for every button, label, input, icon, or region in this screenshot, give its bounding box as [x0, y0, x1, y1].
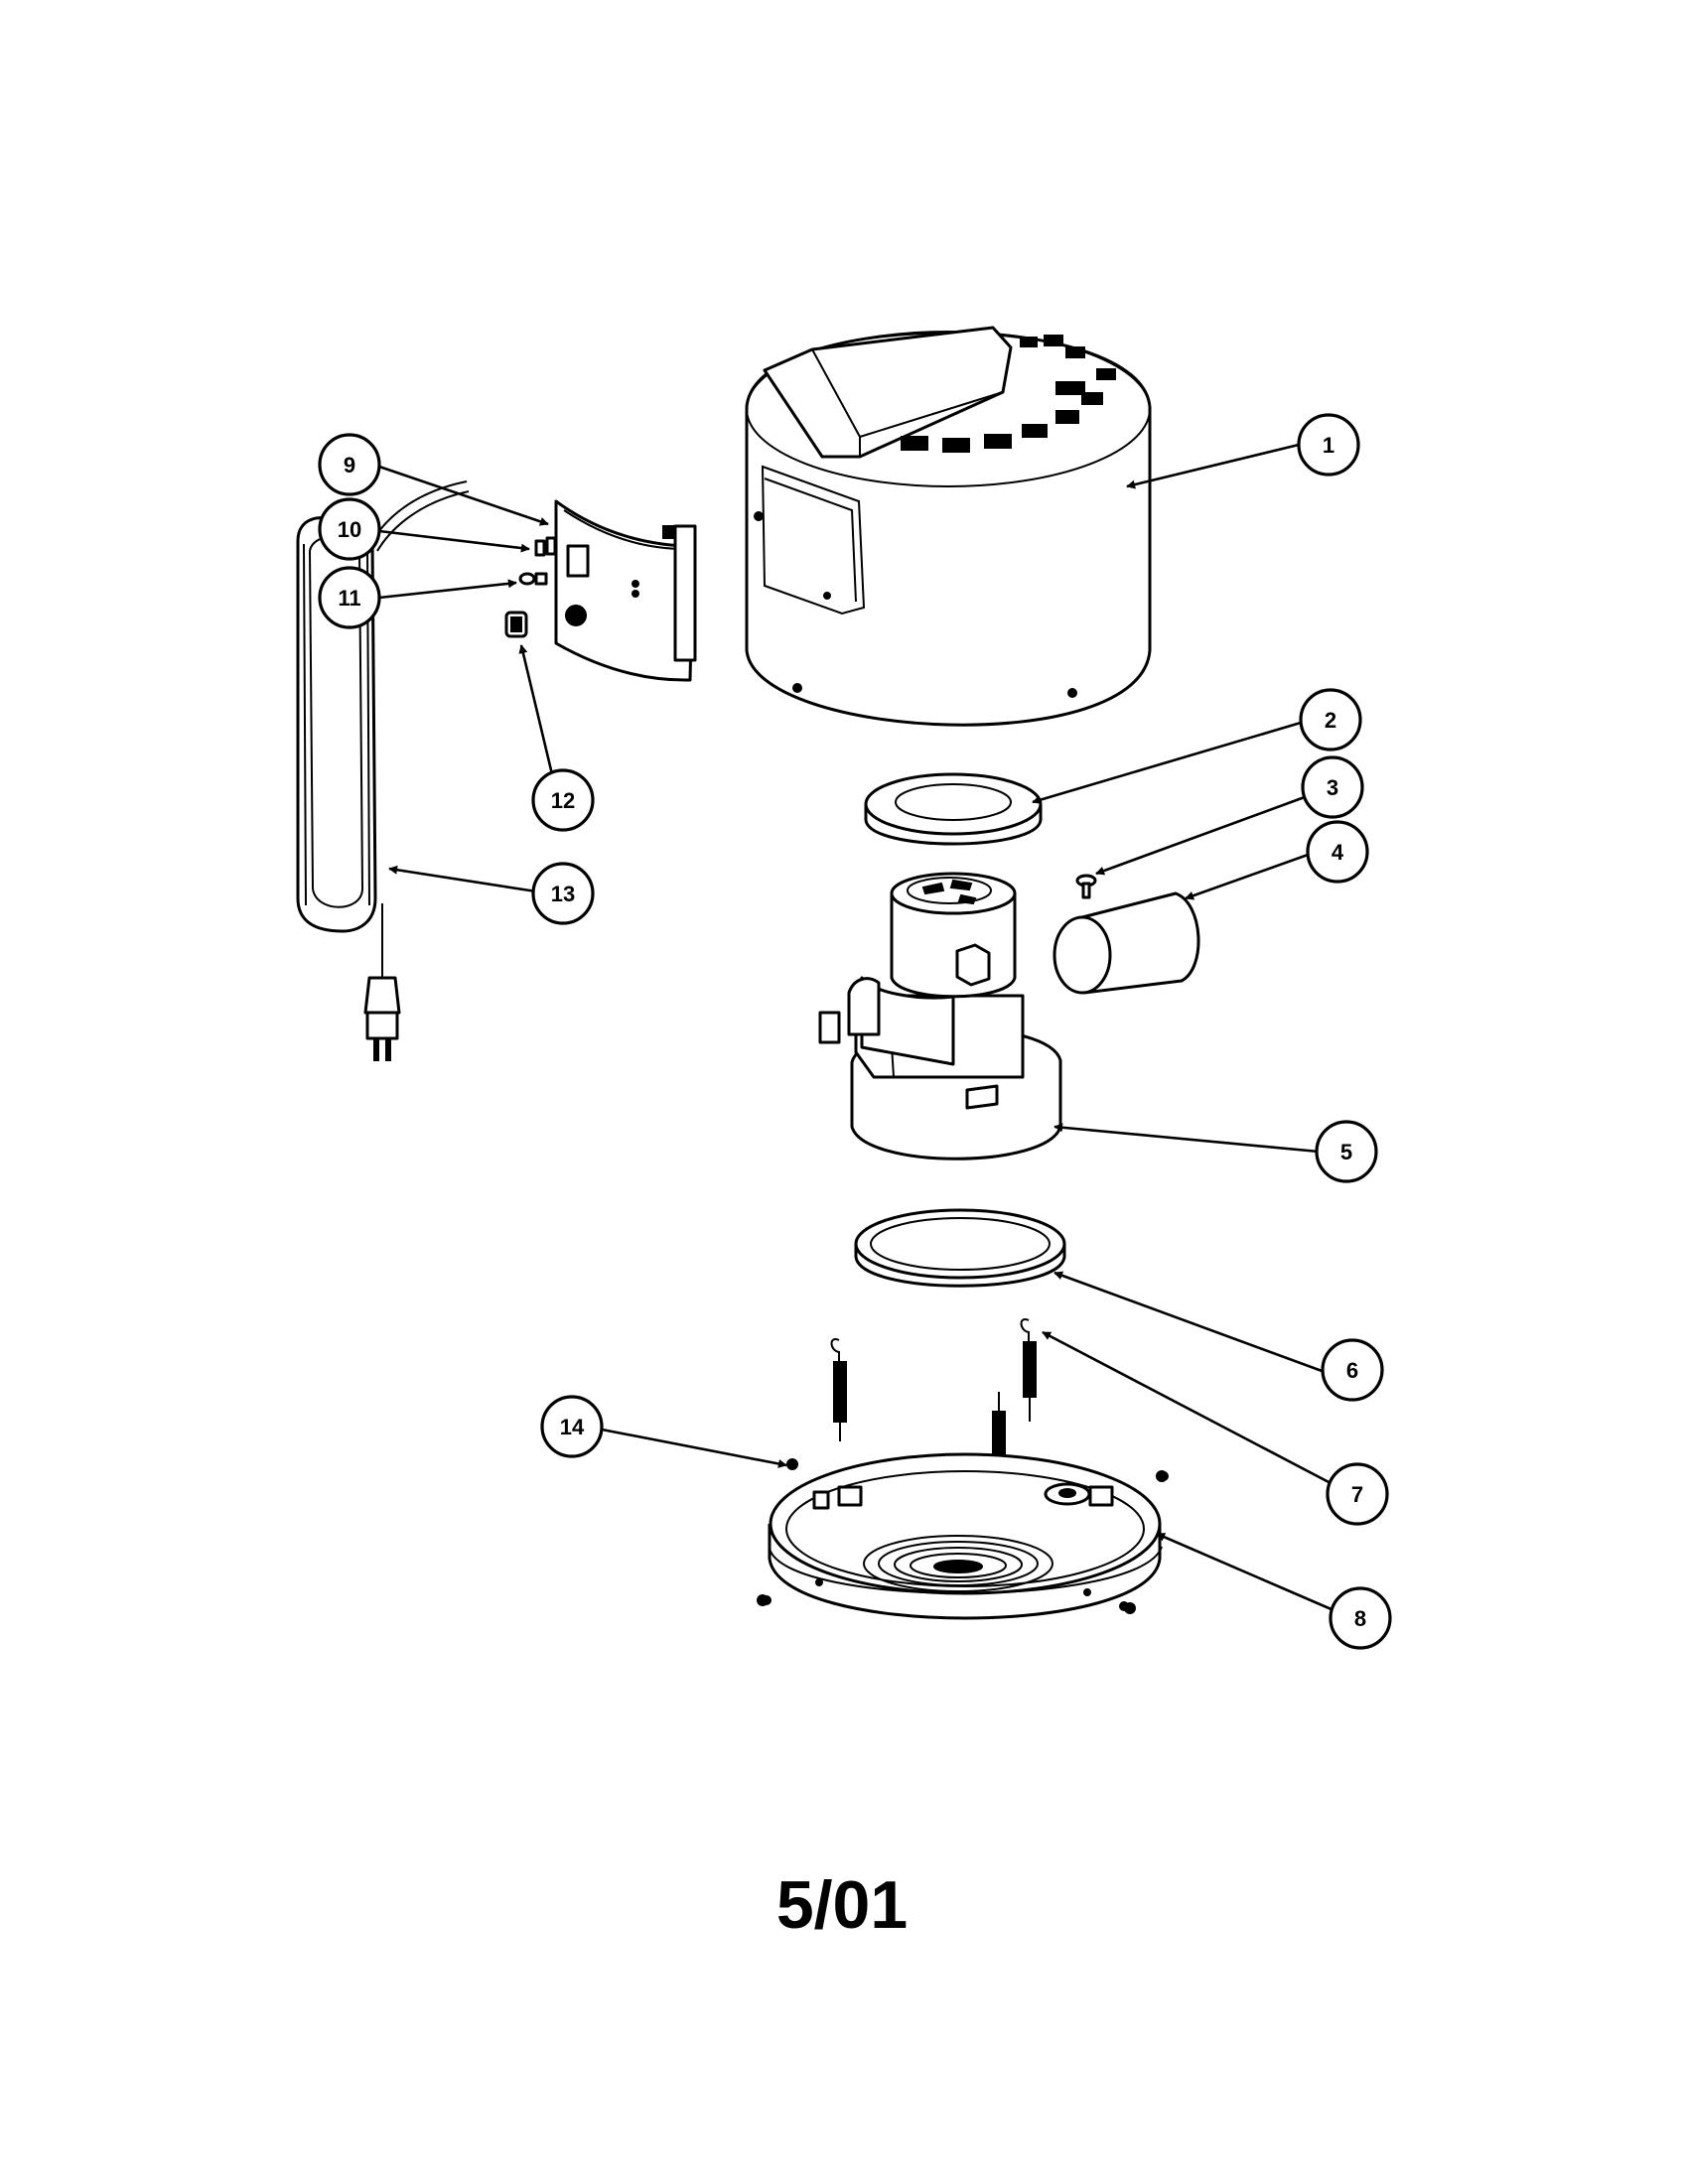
callout-6: 6: [1321, 1338, 1384, 1402]
leader-lines: [378, 443, 1334, 1612]
base-screws: [757, 1458, 1168, 1614]
capacitor-screw: [1075, 874, 1097, 899]
date-code: 5/01: [775, 1867, 909, 1943]
svg-text:13: 13: [551, 882, 575, 906]
callout-9: 9: [318, 433, 381, 496]
svg-text:3: 3: [1327, 775, 1338, 800]
wire-connectors: [534, 536, 557, 557]
callout-10: 10: [318, 497, 381, 561]
svg-text:8: 8: [1354, 1606, 1366, 1631]
svg-text:9: 9: [344, 453, 355, 478]
callout-13: 13: [531, 862, 595, 925]
callout-11: 11: [318, 566, 381, 629]
svg-text:6: 6: [1346, 1358, 1358, 1383]
motor-bottom-gasket: [854, 1208, 1066, 1288]
svg-text:14: 14: [560, 1415, 585, 1439]
svg-text:10: 10: [338, 517, 361, 542]
callout-5: 5: [1315, 1120, 1378, 1183]
callout-7: 7: [1326, 1462, 1389, 1526]
springs: [830, 1318, 1037, 1489]
svg-text:11: 11: [338, 586, 360, 611]
callout-1: 1: [1297, 413, 1360, 477]
callout-12: 12: [531, 768, 595, 832]
callout-2: 2: [1299, 688, 1362, 751]
callout-8: 8: [1329, 1586, 1392, 1650]
motor-assembly: [818, 872, 1062, 1160]
svg-text:5: 5: [1340, 1140, 1352, 1164]
strain-relief: [504, 611, 528, 638]
motor-base: [762, 1452, 1169, 1620]
svg-text:1: 1: [1323, 433, 1334, 458]
terminal-screw: [518, 572, 548, 586]
callout-4: 4: [1306, 820, 1369, 884]
callout-14: 14: [540, 1395, 604, 1458]
svg-text:2: 2: [1325, 708, 1336, 733]
svg-text:4: 4: [1332, 840, 1344, 865]
capacitor: [1052, 891, 1200, 995]
vent-slots: [901, 335, 1116, 453]
svg-text:7: 7: [1351, 1482, 1363, 1507]
motor-cover-housing: [745, 326, 1152, 727]
svg-text:12: 12: [551, 788, 575, 813]
switch-plate: [554, 499, 697, 682]
motor-top-gasket: [864, 772, 1043, 846]
callout-3: 3: [1301, 755, 1364, 819]
power-cord: [296, 480, 470, 1061]
